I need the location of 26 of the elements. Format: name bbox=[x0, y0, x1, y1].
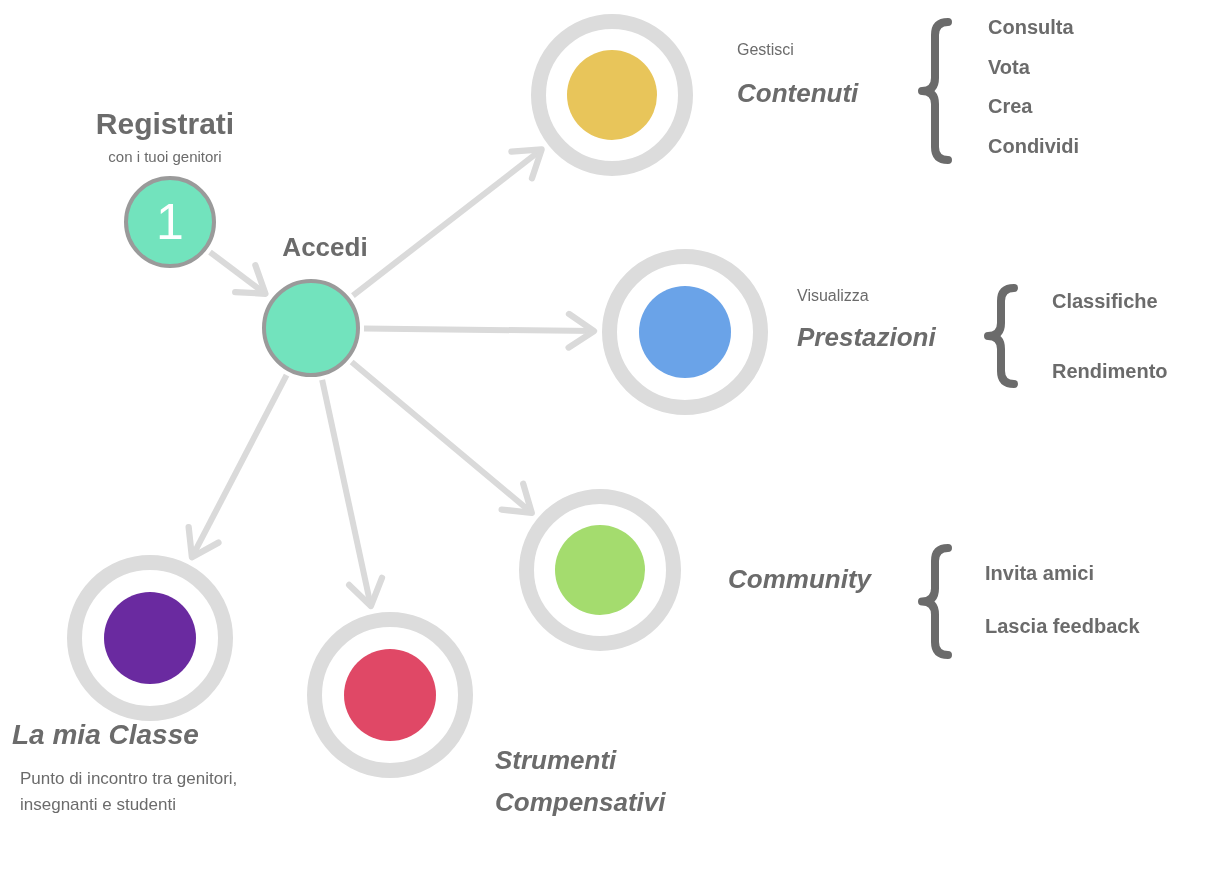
arrow bbox=[185, 373, 290, 561]
section-title: Contenuti bbox=[737, 78, 859, 110]
list-item: Classifiche bbox=[1052, 290, 1158, 313]
arrow bbox=[363, 310, 598, 351]
section-title: Strumenti Compensativi bbox=[495, 744, 667, 819]
step-subtitle: con i tuoi genitori bbox=[108, 148, 222, 166]
list-item: Invita amici bbox=[985, 562, 1094, 585]
list-item: Crea bbox=[988, 95, 1033, 118]
arrow bbox=[208, 249, 269, 297]
section-title: La mia Classe bbox=[12, 718, 199, 752]
list-item: Condividi bbox=[988, 135, 1080, 158]
list-item: Rendimento bbox=[1052, 360, 1168, 383]
section-kicker: Visualizza bbox=[797, 286, 869, 306]
section-title: Prestazioni bbox=[797, 322, 936, 354]
step-title: Registrati bbox=[95, 106, 235, 142]
section-kicker: Gestisci bbox=[737, 40, 794, 60]
arrow bbox=[349, 359, 535, 516]
section-title: Community bbox=[728, 564, 871, 596]
step-number: 1 bbox=[156, 197, 184, 247]
list-item: Vota bbox=[988, 56, 1030, 79]
step-title: Accedi bbox=[282, 232, 368, 264]
list-item: Lascia feedback bbox=[985, 615, 1140, 638]
list-item: Consulta bbox=[988, 16, 1074, 39]
section-description: Punto di incontro tra genitori, insegnanti e studenti bbox=[20, 768, 239, 816]
arrow bbox=[319, 379, 386, 610]
arrow bbox=[351, 146, 545, 298]
